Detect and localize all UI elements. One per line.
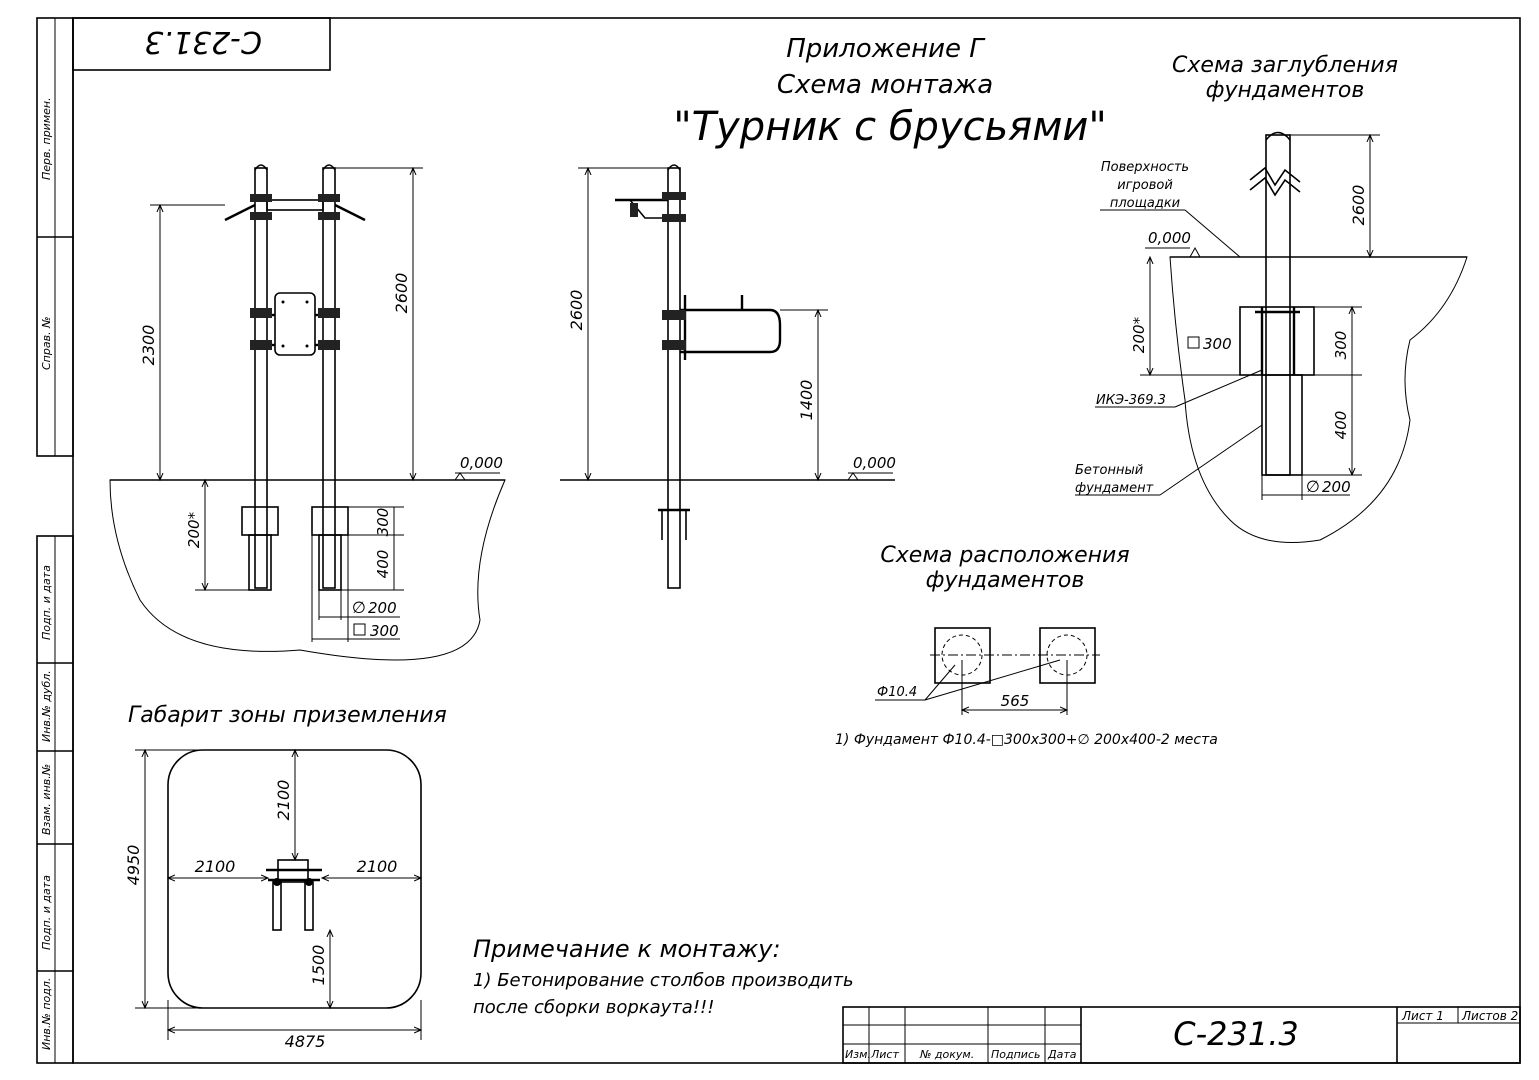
side-label-vzam: Взам. инв.№	[40, 764, 53, 835]
landing-zone	[135, 750, 421, 1040]
layout-label-f104: Ф10.4	[877, 685, 917, 700]
title-line3: "Турник с брусьями"	[673, 104, 1107, 150]
depth-surface-line2: игровой	[1117, 178, 1173, 193]
depth-surface-line3: площадки	[1110, 196, 1180, 211]
notes-line1: 1) Бетонирование столбов производить	[473, 970, 854, 991]
depth-dia-200: 200	[1322, 478, 1351, 496]
tb-code: С-231.3	[1173, 1015, 1299, 1053]
layout-title-line1: Схема расположения	[880, 543, 1129, 568]
side-label-podp1: Подп. и дата	[40, 565, 53, 640]
depth-level: 0,000	[1148, 229, 1191, 247]
depth-scheme	[1075, 131, 1468, 543]
front-level: 0,000	[460, 454, 503, 472]
title-block	[842, 1006, 1521, 1064]
tb-col-izm: Изм.	[845, 1048, 871, 1061]
front-dim-200: 200*	[185, 511, 203, 548]
front-dia-symbol: ∅	[352, 598, 366, 617]
tb-col-doc: № докум.	[919, 1048, 974, 1061]
side-level: 0,000	[853, 454, 896, 472]
depth-title-line2: фундаментов	[1206, 78, 1365, 103]
tb-col-date: Дата	[1047, 1048, 1077, 1061]
tb-col-sign: Подпись	[991, 1048, 1040, 1061]
depth-square-symbol	[1187, 336, 1200, 349]
front-view	[109, 164, 506, 661]
depth-dim-2600: 2600	[1349, 185, 1368, 226]
side-label-inv-podl: Инв.№ подл.	[40, 978, 53, 1050]
title-line2: Схема монтажа	[777, 70, 993, 100]
tb-sheet: Лист 1	[1401, 1009, 1444, 1023]
notes-line2: после сборки воркаута!!!	[473, 997, 714, 1018]
depth-sq-300: 300	[1203, 335, 1232, 353]
landing-dim-1500: 1500	[309, 945, 328, 986]
side-label-sprav: Справ. №	[40, 316, 53, 370]
front-dia-200: 200	[368, 599, 397, 617]
side-label-inv-dubl: Инв.№ дубл.	[40, 670, 53, 742]
side-view	[560, 164, 895, 589]
depth-surface-line1: Поверхность	[1101, 160, 1189, 175]
landing-dim-2100-right: 2100	[357, 857, 398, 876]
front-dim-300: 300	[374, 508, 392, 537]
depth-dim-300: 300	[1332, 331, 1350, 360]
depth-concrete-line1: Бетонный	[1075, 463, 1143, 478]
front-dim-2300: 2300	[139, 325, 158, 366]
front-square-symbol	[353, 623, 366, 636]
tb-col-list: Лист	[870, 1048, 899, 1061]
landing-title: Габарит зоны приземления	[128, 703, 447, 728]
side-label-podp2: Подп. и дата	[40, 875, 53, 950]
depth-anchor-label: ИКЭ-369.3	[1096, 393, 1166, 408]
title-line1: Приложение Г	[786, 34, 986, 64]
front-dim-400: 400	[374, 550, 392, 579]
landing-dim-4950: 4950	[124, 845, 143, 886]
front-sq-300: 300	[370, 622, 399, 640]
layout-dim-565: 565	[1001, 692, 1030, 710]
tb-sheets: Листов 2	[1461, 1009, 1518, 1023]
depth-dia-symbol: ∅	[1306, 477, 1320, 496]
landing-dim-2100-top: 2100	[274, 780, 293, 821]
depth-concrete-line2: фундамент	[1075, 481, 1154, 496]
depth-dim-400: 400	[1332, 411, 1350, 440]
side-dim-2600: 2600	[567, 290, 586, 331]
side-dim-1400: 1400	[797, 380, 816, 421]
layout-title-line2: фундаментов	[926, 568, 1085, 593]
notes-heading: Примечание к монтажу:	[473, 935, 781, 963]
landing-dim-4875: 4875	[285, 1032, 326, 1051]
landing-dim-2100-left: 2100	[195, 857, 236, 876]
depth-title-line1: Схема заглубления	[1172, 53, 1398, 78]
layout-note: 1) Фундамент Ф10.4-□300x300+∅ 200x400-2 …	[835, 732, 1218, 748]
layout-scheme	[875, 627, 1100, 715]
depth-dim-200: 200*	[1130, 316, 1148, 353]
side-label-perv: Перв. примен.	[40, 97, 53, 180]
top-code-mirrored: С-231.3	[144, 24, 262, 59]
frame	[36, 17, 1521, 1064]
front-dim-2600: 2600	[392, 273, 411, 314]
